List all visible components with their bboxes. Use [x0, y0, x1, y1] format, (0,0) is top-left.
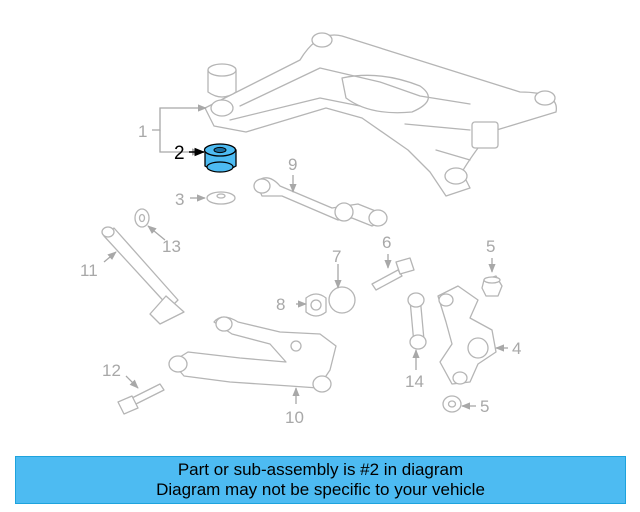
- nut-part-5-upper: [481, 275, 503, 297]
- callout-10: 10: [285, 408, 304, 427]
- callout-1: 1: [138, 122, 147, 141]
- bolt-part-6: [371, 257, 415, 291]
- callout-3: 3: [175, 190, 184, 209]
- rear-knuckle: [437, 285, 497, 385]
- callout-9: 9: [288, 155, 297, 174]
- bolt-part-12: [117, 383, 165, 415]
- washer-part-13: [134, 208, 150, 228]
- toe-link: [407, 292, 427, 350]
- lower-control-arm: [168, 316, 337, 393]
- callout-8: 8: [276, 295, 285, 314]
- callout-5-lower: 5: [480, 397, 489, 416]
- callout-11: 11: [80, 261, 98, 280]
- parts-diagram: 1 2 3 9 13 11 6 7 5 8 4 12 14 10 5: [80, 32, 557, 427]
- subframe-crossmember: [204, 32, 557, 197]
- seal-ring: [328, 286, 356, 314]
- nut-part-5-lower: [442, 395, 462, 413]
- callout-5-upper: 5: [486, 237, 495, 256]
- subframe-bushing-ghost: [207, 63, 237, 98]
- caption-line-2: Diagram may not be specific to your vehi…: [156, 480, 485, 499]
- washer-part-3: [206, 191, 236, 205]
- caption-bar: Part or sub-assembly is #2 in diagram Di…: [15, 456, 626, 504]
- bushing-part-8: [305, 293, 327, 317]
- callout-7: 7: [332, 247, 341, 266]
- callout-numbers: 1 2 3 9 13 11 6 7 5 8 4 12 14 10 5: [80, 122, 521, 427]
- subframe-bushing-highlighted: [203, 143, 237, 173]
- callout-12: 12: [102, 361, 121, 380]
- caption-line-1: Part or sub-assembly is #2 in diagram: [177, 460, 464, 479]
- callout-13: 13: [162, 237, 181, 256]
- callout-2-highlighted: 2: [174, 143, 185, 164]
- callout-14: 14: [405, 372, 424, 391]
- stabilizer-link: [101, 226, 185, 325]
- callout-6: 6: [382, 233, 391, 252]
- leader-lines: [103, 104, 508, 410]
- callout-4: 4: [512, 339, 521, 358]
- upper-control-arm: [253, 177, 388, 227]
